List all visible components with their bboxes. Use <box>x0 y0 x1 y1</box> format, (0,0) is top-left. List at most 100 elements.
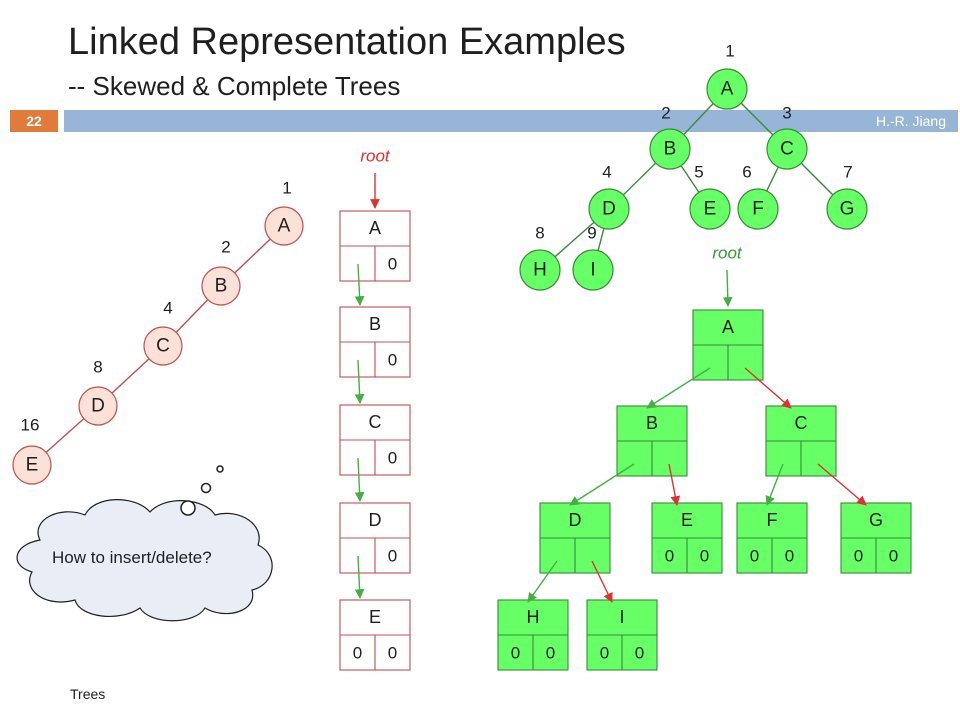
complete-cell-e-left-null: 0 <box>665 547 674 566</box>
complete-node-a-label: A <box>721 79 734 100</box>
complete-root-arrow <box>722 269 733 307</box>
complete-node-d-circle <box>588 188 630 230</box>
skewed-node-e: E <box>12 445 52 485</box>
complete-cell-g-data: G <box>869 510 883 530</box>
complete-node-d-label: D <box>602 199 616 220</box>
skewed-cell-b: B0 <box>339 306 411 378</box>
complete-cell-a-data: A <box>722 317 734 337</box>
complete-node-h-circle <box>519 249 561 291</box>
author-label: H.-R. Jiang <box>875 113 946 129</box>
skewed-index-4: 4 <box>163 299 172 318</box>
skewed-node-c: C <box>143 326 183 366</box>
thought-dot-medium <box>200 482 212 494</box>
complete-left-ptr-a <box>646 367 711 409</box>
skewed-cell-d: D0 <box>339 502 411 574</box>
skewed-node-a-circle <box>264 206 304 246</box>
complete-cell-e-data: E <box>681 510 693 530</box>
complete-cell-a: A <box>692 309 764 381</box>
complete-index-6: 6 <box>742 163 751 182</box>
skewed-cell-c-data: C <box>369 412 382 432</box>
complete-cell-f-right-null: 0 <box>785 547 794 566</box>
complete-node-f-circle <box>737 188 779 230</box>
skewed-cell-b-right-null: 0 <box>388 351 397 370</box>
skewed-node-d-label: D <box>91 396 105 417</box>
complete-right-ptr-d <box>591 560 613 603</box>
complete-node-f: F <box>737 188 779 230</box>
complete-cell-c: C <box>765 405 837 477</box>
skewed-node-b: B <box>201 266 241 306</box>
complete-node-d: D <box>588 188 630 230</box>
skewed-node-b-circle <box>201 266 241 306</box>
complete-cell-f-data: F <box>767 510 778 530</box>
skewed-node-d: D <box>78 386 118 426</box>
complete-cell-b-data: B <box>646 413 658 433</box>
complete-cell-c-data: C <box>795 413 808 433</box>
skewed-node-e-label: E <box>26 455 39 476</box>
complete-node-e: E <box>689 188 731 230</box>
skewed-cell-b-data: B <box>369 314 381 334</box>
skewed-index-2: 2 <box>221 238 230 257</box>
slide-subtitle: -- Skewed & Complete Trees <box>68 71 401 101</box>
complete-cell-i-left-null: 0 <box>600 644 609 663</box>
skewed-node-c-circle <box>143 326 183 366</box>
skewed-node-a-label: A <box>278 216 291 237</box>
complete-left-ptr-b <box>569 463 635 506</box>
thought-bubble-cloud <box>16 499 273 622</box>
skewed-cell-d-data: D <box>369 510 382 530</box>
complete-left-ptr-d <box>527 560 558 603</box>
complete-cell-f-left-null: 0 <box>750 547 759 566</box>
skewed-node-a: A <box>264 206 304 246</box>
skewed-cell-c: C0 <box>339 404 411 476</box>
complete-node-b-circle <box>649 128 691 170</box>
complete-node-b-label: B <box>664 139 677 160</box>
complete-node-h: H <box>519 249 561 291</box>
complete-node-g: G <box>826 188 868 230</box>
complete-node-a-circle <box>706 68 748 110</box>
complete-node-b: B <box>649 128 691 170</box>
skewed-node-b-label: B <box>215 276 228 297</box>
complete-node-e-circle <box>689 188 731 230</box>
complete-cell-b: B <box>616 405 688 477</box>
skewed-node-d-circle <box>78 386 118 426</box>
skewed-link-0 <box>354 263 365 306</box>
complete-node-e-label: E <box>704 199 717 220</box>
complete-index-8: 8 <box>535 224 544 243</box>
skewed-cell-c-right-null: 0 <box>388 449 397 468</box>
skewed-cell-a-data: A <box>369 218 381 238</box>
skewed-cell-a: A0 <box>339 210 411 282</box>
skewed-cell-a-right-null: 0 <box>388 255 397 274</box>
complete-cell-g-left-null: 0 <box>854 547 863 566</box>
complete-node-f-label: F <box>752 199 764 220</box>
complete-index-9: 9 <box>587 224 596 243</box>
complete-index-2: 2 <box>661 104 670 123</box>
thought-bubble-text: How to insert/delete? <box>52 548 212 567</box>
skewed-index-16: 16 <box>21 416 40 435</box>
complete-left-ptr-c <box>765 463 784 506</box>
complete-node-c-circle <box>766 128 808 170</box>
complete-node-c: C <box>766 128 808 170</box>
complete-node-i: I <box>572 249 614 291</box>
complete-index-3: 3 <box>782 104 791 123</box>
complete-cell-f: F0 0 <box>736 502 808 574</box>
thought-dot-large <box>180 500 196 516</box>
complete-right-ptr-b <box>668 463 681 506</box>
skewed-root-label: root <box>360 147 391 166</box>
complete-index-1: 1 <box>725 42 734 61</box>
complete-node-c-label: C <box>780 139 794 160</box>
complete-cell-i-right-null: 0 <box>635 644 644 663</box>
complete-right-ptr-c <box>817 463 867 506</box>
complete-cell-d: D <box>539 502 611 574</box>
complete-right-ptr-a <box>744 367 792 409</box>
complete-cell-h-right-null: 0 <box>546 644 555 663</box>
complete-cell-h-data: H <box>527 607 540 627</box>
complete-index-4: 4 <box>602 163 611 182</box>
complete-node-i-label: I <box>590 260 595 281</box>
skewed-cell-e-left-null: 0 <box>353 644 362 663</box>
skewed-node-e-circle <box>12 445 52 485</box>
complete-index-7: 7 <box>843 163 852 182</box>
